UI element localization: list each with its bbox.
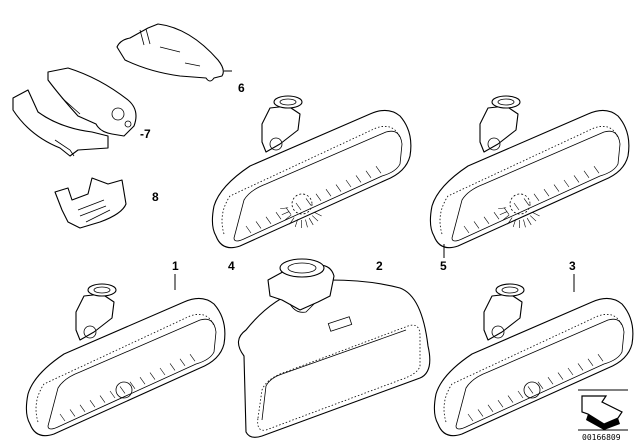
mirror-glass	[47, 318, 217, 430]
part-6-cover[interactable]	[116, 23, 232, 82]
mirror-housing	[25, 297, 226, 437]
mirror-glass	[451, 130, 621, 242]
mount-stem	[261, 105, 301, 153]
part-label-7[interactable]: -7	[140, 127, 151, 141]
mount-cap	[273, 95, 303, 109]
part-label-6[interactable]: 6	[238, 81, 245, 95]
mount-stem	[483, 293, 523, 341]
part-8-small-cover[interactable]	[54, 177, 127, 229]
light-lens	[291, 193, 313, 215]
part-5-mirror[interactable]	[429, 95, 630, 249]
mount-stem	[75, 293, 115, 341]
light-lens	[509, 193, 531, 215]
part-label-5[interactable]: 5	[440, 259, 447, 273]
mount-cap	[87, 283, 117, 297]
mirror-glass	[233, 130, 403, 242]
mirror-housing	[429, 109, 630, 249]
part-label-2[interactable]: 2	[376, 259, 383, 273]
part-label-3[interactable]: 3	[569, 259, 576, 273]
orientation-arrow-icon	[578, 389, 628, 431]
mount-stem	[479, 105, 519, 153]
mirror-housing	[433, 297, 634, 437]
mount-cap	[491, 95, 521, 109]
part-label-4[interactable]: 4	[228, 259, 235, 273]
part-3-mirror[interactable]	[433, 283, 634, 437]
part-1-mirror[interactable]	[25, 283, 226, 437]
part-7-bracket-cover[interactable]	[12, 67, 137, 157]
part-label-1[interactable]: 1	[172, 259, 179, 273]
mirror-glass	[455, 318, 625, 430]
part-4-mirror[interactable]	[211, 95, 412, 249]
reference-code: 00166809	[582, 433, 621, 442]
part-2-mirror[interactable]	[237, 258, 431, 438]
mount-cap	[495, 283, 525, 297]
mirror-housing	[211, 109, 412, 249]
part-label-8[interactable]: 8	[152, 190, 159, 204]
